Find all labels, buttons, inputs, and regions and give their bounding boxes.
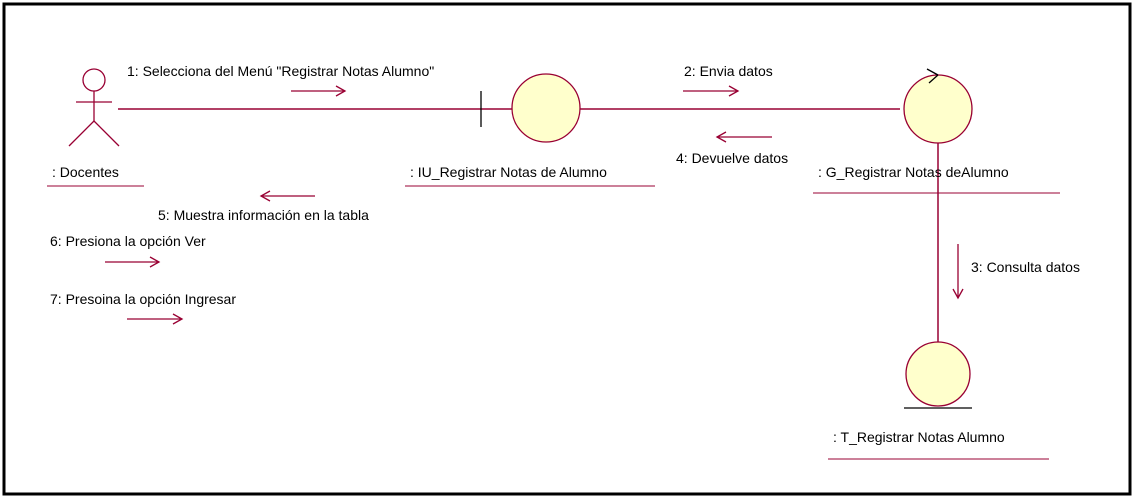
message-5-label: 5: Muestra información en la tabla: [158, 207, 369, 223]
control-object-label: : G_Registrar Notas deAlumno: [818, 164, 1009, 180]
message-7-arrow: [127, 313, 184, 325]
message-3-arrow: [952, 244, 964, 300]
control-object: [903, 68, 973, 144]
boundary-object-label: : IU_Registrar Notas de Alumno: [410, 164, 607, 180]
boundary-object: [480, 73, 581, 143]
entity-object: [904, 341, 972, 409]
actor-docentes-label: : Docentes: [52, 164, 119, 180]
message-2-label: 2: Envia datos: [684, 63, 773, 79]
message-5-arrow: [259, 190, 315, 202]
message-7-label: 7: Presoina la opción Ingresar: [50, 291, 236, 307]
actor-docentes: [68, 68, 120, 147]
message-2-arrow: [683, 85, 740, 97]
message-1-label: 1: Selecciona del Menú "Registrar Notas …: [127, 63, 434, 79]
message-6-arrow: [105, 256, 161, 268]
message-4-arrow: [715, 131, 772, 143]
entity-object-label: : T_Registrar Notas Alumno: [833, 429, 1005, 445]
message-6-label: 6: Presiona la opción Ver: [50, 233, 206, 249]
message-3-label: 3: Consulta datos: [971, 259, 1080, 275]
message-4-label: 4: Devuelve datos: [676, 150, 788, 166]
message-1-arrow: [291, 85, 347, 97]
